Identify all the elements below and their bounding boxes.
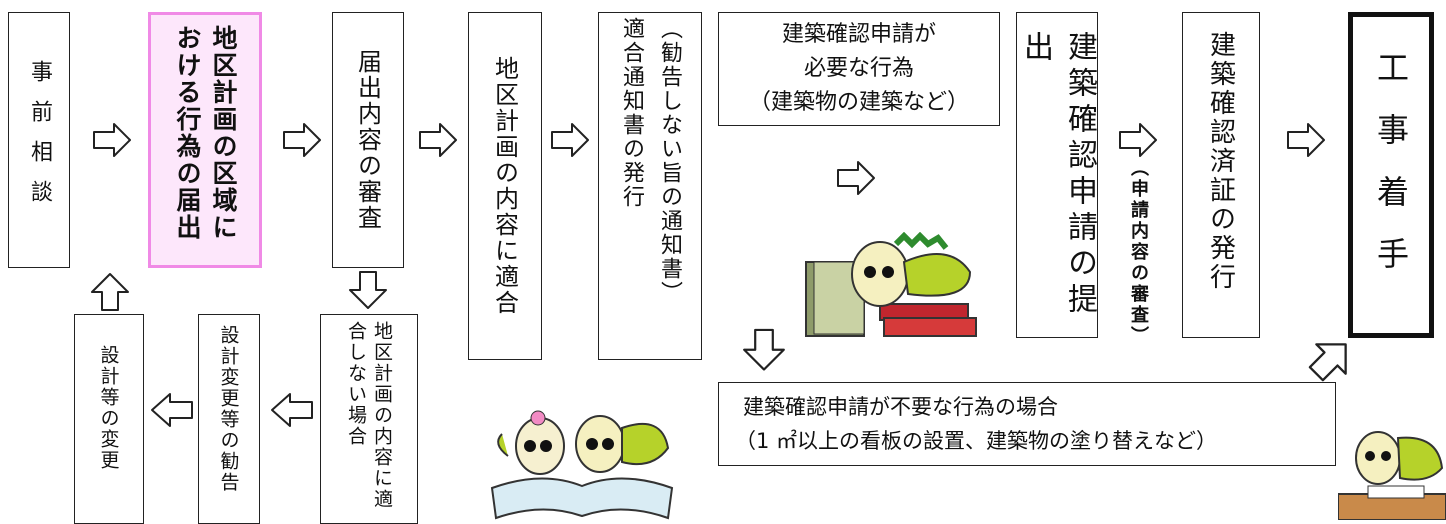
step-certificate-label: 建築確認済証の発行	[1205, 31, 1236, 292]
arrow-diagonal-down-icon	[743, 328, 785, 371]
step-recommendation: 設計変更等の勧告	[198, 314, 260, 524]
arrow-right-icon	[837, 161, 875, 195]
confirm-not-needed-box: 建築確認申請が不要な行為の場合 （1 ㎡以上の看板の設置、建築物の塗り替えなど）	[718, 382, 1336, 466]
step-submit-label: 建築確認申請の提出	[1018, 31, 1097, 319]
confirm-not-needed-line-2: （1 ㎡以上の看板の設置、建築物の塗り替えなど）	[735, 429, 1218, 453]
mascot-writing-illustration	[1338, 431, 1446, 520]
arrow-right-icon	[551, 123, 589, 157]
step-design-change-label: 設計等の変更	[97, 345, 120, 471]
step-conform-label: 地区計画の内容に適合	[490, 56, 519, 316]
application-exam-note: （申請内容の審査）	[1118, 158, 1158, 388]
step-notification: 地区計画の区域における行為の届出	[148, 12, 262, 268]
arrow-down-icon	[349, 271, 387, 309]
arrow-up-icon	[91, 273, 129, 311]
step-pre-consultation-label: 事前相談	[27, 60, 52, 220]
confirm-needed-line-1: 建築確認申請が	[781, 22, 936, 47]
confirm-not-needed-line-1: 建築確認申請が不要な行為の場合	[743, 395, 1058, 419]
arrow-diagonal-up-icon	[1308, 343, 1347, 382]
application-exam-label: （申請内容の審査）	[1128, 158, 1149, 347]
step-notice-issue: （勧告しない旨の通知書） 適合通知書の発行	[598, 12, 702, 360]
step-submit-application: 建築確認申請の提出	[1016, 12, 1098, 338]
arrow-right-icon	[283, 123, 321, 157]
confirm-needed-box: 建築確認申請が 必要な行為 （建築物の建築など）	[718, 12, 1000, 126]
confirm-needed-line-2: 必要な行為	[803, 56, 914, 81]
step-conform: 地区計画の内容に適合	[468, 12, 542, 360]
arrow-right-icon	[1119, 123, 1157, 157]
step-start-label: 工事着手	[1372, 51, 1410, 299]
mascot-reading-books-illustration	[805, 232, 977, 337]
notice-line-1: （勧告しない旨の通知書）	[657, 17, 682, 305]
arrow-left-icon	[151, 393, 193, 427]
step-nonconform: 地区計画の内容に適合しない場合	[320, 314, 418, 524]
step-pre-consultation: 事前相談	[8, 12, 70, 268]
arrow-right-icon	[1287, 123, 1325, 157]
arrow-right-icon	[419, 123, 457, 157]
step-certificate: 建築確認済証の発行	[1182, 12, 1260, 338]
step-notification-label: 地区計画の区域における行為の届出	[173, 25, 238, 241]
step-construction-start: 工事着手	[1348, 12, 1434, 338]
arrow-left-icon	[271, 393, 313, 427]
notice-line-2: 適合通知書の発行	[619, 17, 644, 209]
step-review: 届出内容の審査	[332, 12, 404, 268]
step-review-label: 届出内容の審査	[353, 49, 382, 231]
arrow-right-icon	[93, 123, 131, 157]
confirm-needed-line-3: （建築物の建築など）	[748, 90, 969, 115]
step-recommendation-label: 設計変更等の勧告	[217, 325, 240, 493]
step-nonconform-label: 地区計画の内容に適合しない場合	[345, 321, 393, 510]
mascot-pair-reading-illustration	[490, 410, 674, 520]
step-design-change: 設計等の変更	[74, 314, 144, 524]
